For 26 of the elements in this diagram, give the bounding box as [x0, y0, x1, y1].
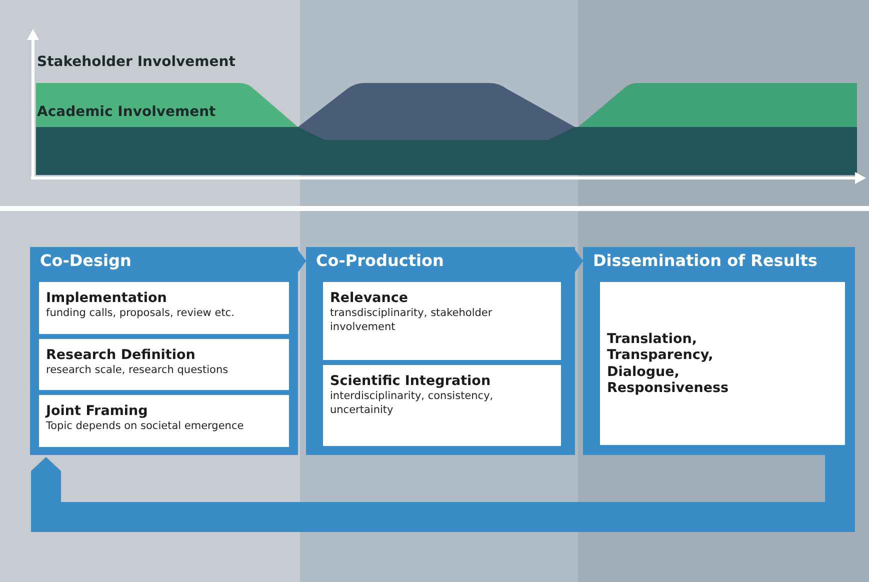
phase-heading: Co-Design	[40, 251, 132, 270]
activity-card	[39, 395, 289, 447]
activity-card	[323, 365, 561, 446]
activity-card	[39, 339, 289, 390]
axis-band-label: Academic Involvement	[37, 104, 216, 120]
activity-card	[600, 282, 845, 445]
card-heading: Translation, Transparency, Dialogue, Responsiveness	[607, 331, 730, 396]
activity-card	[323, 282, 561, 360]
phase-panel	[306, 247, 575, 455]
activity-card	[39, 282, 289, 334]
card-heading: Implementation	[46, 290, 168, 306]
phase-heading: Co-Production	[316, 251, 444, 270]
card-heading: Scientific Integration	[330, 373, 492, 390]
card-description: funding calls, proposals, review etc.	[46, 307, 236, 321]
axis-band-label: Stakeholder Involvement	[37, 54, 236, 70]
card-heading: Joint Framing	[46, 403, 149, 420]
phase-panel	[583, 247, 855, 455]
card-heading: Research Definition	[46, 347, 196, 364]
card-description: research scale, research questions	[46, 364, 230, 378]
phase-panel	[30, 247, 298, 455]
card-description: transdisciplinarity, stakeholder involvement	[330, 307, 494, 334]
card-description: Topic depends on societal emergence	[46, 420, 245, 434]
feedback-loop-arrow	[31, 455, 855, 532]
phase-heading: Dissemination of Results	[593, 251, 818, 270]
card-description: interdisciplinarity, consistency, uncertainity	[330, 390, 494, 418]
card-heading: Relevance	[330, 290, 410, 306]
